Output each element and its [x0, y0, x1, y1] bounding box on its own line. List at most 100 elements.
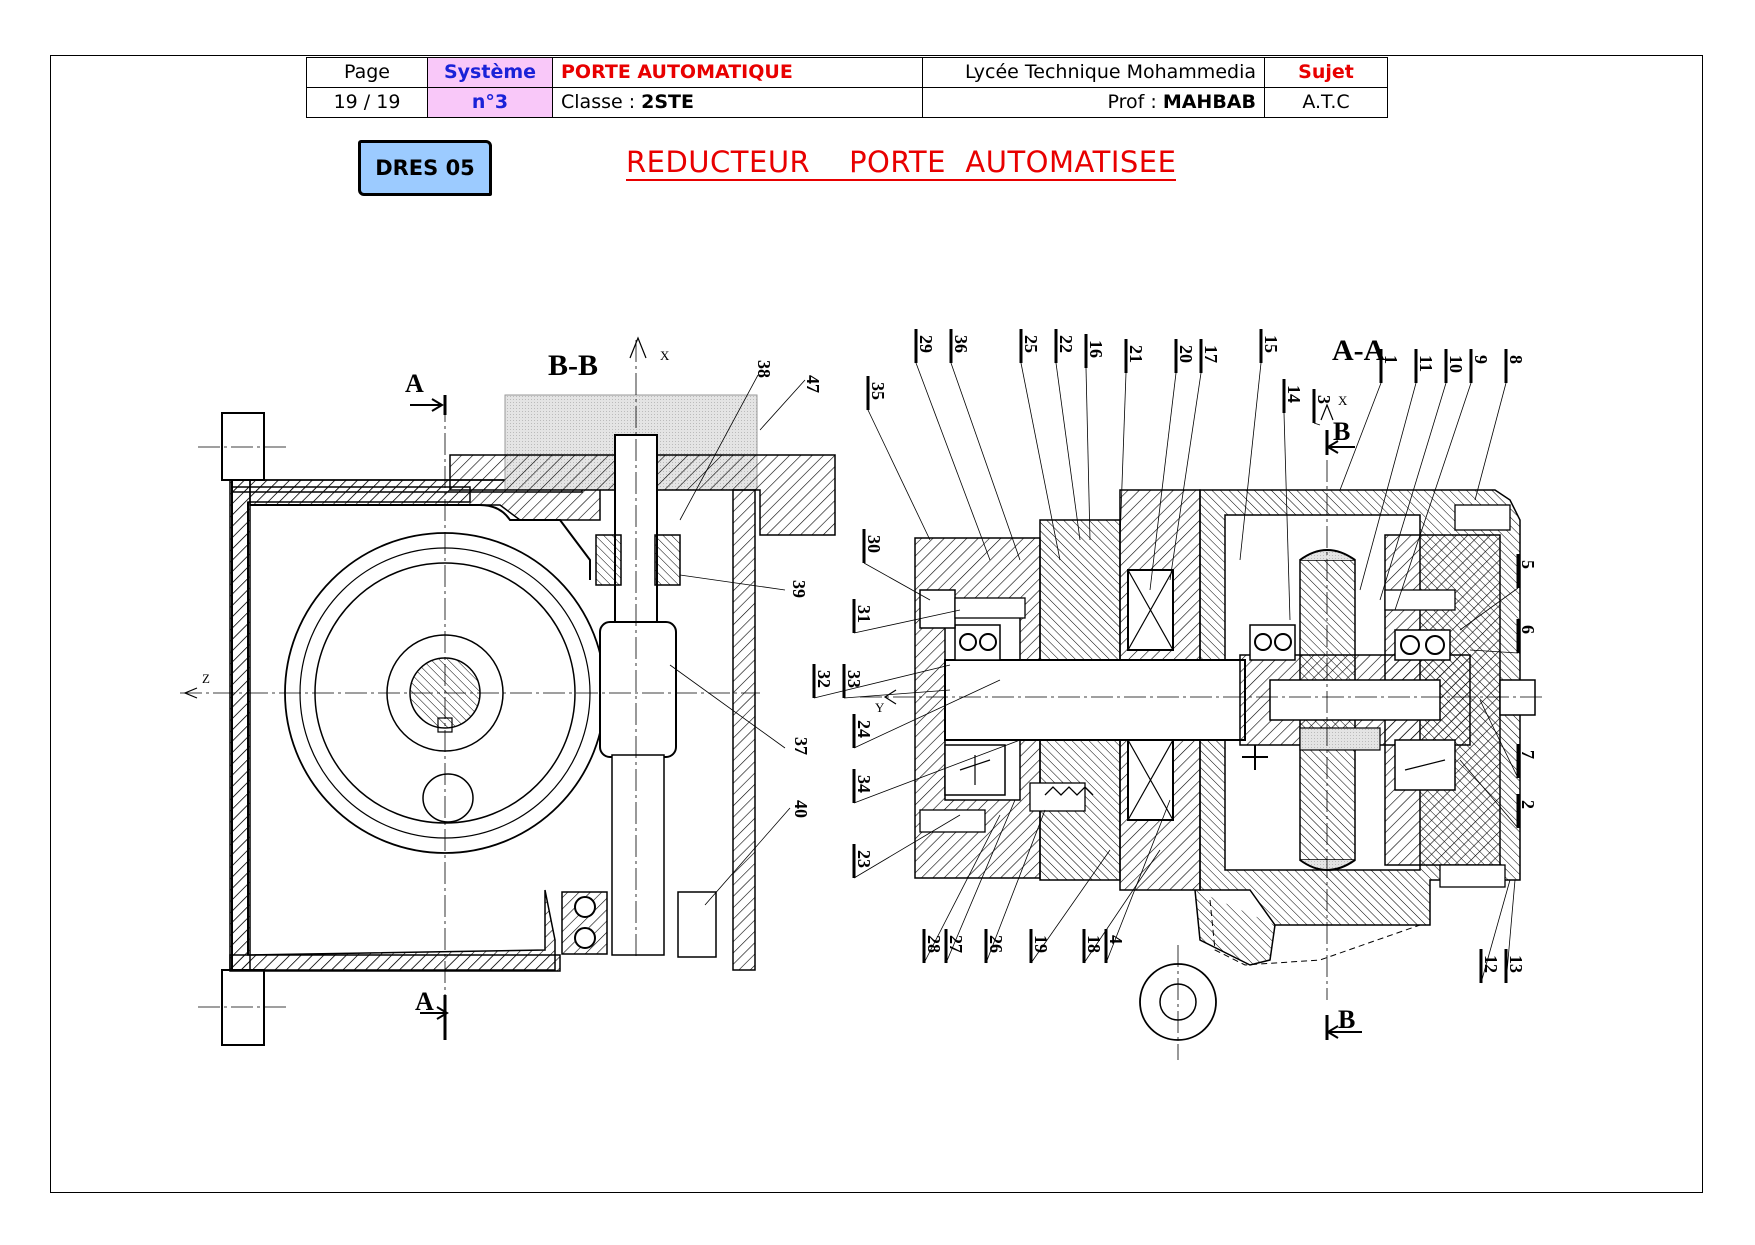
- left-view-leaders: [669, 374, 806, 906]
- label-38: 38: [754, 360, 774, 378]
- label-18: 18: [1084, 935, 1104, 953]
- leader-line: [1479, 699, 1519, 779]
- leader-line: [1474, 382, 1507, 501]
- label-13: 13: [1506, 955, 1526, 973]
- label-27: 27: [946, 935, 966, 953]
- leader-line: [1339, 382, 1382, 491]
- axis-x-right: X: [1338, 393, 1348, 408]
- leader-line: [985, 809, 1046, 964]
- leader-line: [1030, 849, 1111, 964]
- project-title: PORTE AUTOMATIQUE: [552, 57, 923, 88]
- document-title: REDUCTEUR PORTE AUTOMATISEE: [626, 145, 1177, 181]
- label-47: 47: [803, 375, 823, 393]
- label-2: 2: [1518, 800, 1538, 809]
- leader-line: [1313, 422, 1321, 426]
- label-4: 4: [1106, 935, 1126, 944]
- subject-label: Sujet: [1264, 57, 1388, 88]
- leader-line: [950, 362, 1021, 561]
- leader-line: [853, 609, 961, 634]
- label-11: 11: [1416, 355, 1436, 372]
- leader-line: [1505, 879, 1516, 984]
- label-9: 9: [1471, 355, 1491, 364]
- label-8: 8: [1506, 355, 1526, 364]
- label-19: 19: [1031, 935, 1051, 953]
- leader-line: [853, 814, 961, 879]
- left-view-labels: 38 47 39 37 40: [754, 360, 823, 818]
- label-14: 14: [1284, 385, 1304, 403]
- prof-value: MAHBAB: [1162, 91, 1256, 113]
- leader-line: [1394, 382, 1472, 611]
- cut-mark-a-bottom: A: [415, 987, 434, 1016]
- label-21: 21: [1126, 345, 1146, 363]
- leader-line: [863, 562, 931, 601]
- label-22: 22: [1056, 335, 1076, 353]
- axis-z: Z: [202, 671, 210, 686]
- label-7: 7: [1518, 750, 1538, 759]
- leader-line: [1283, 412, 1291, 621]
- leader-line: [915, 362, 991, 561]
- label-12: 12: [1481, 955, 1501, 973]
- label-35: 35: [868, 382, 888, 400]
- label-5: 5: [1518, 560, 1538, 569]
- label-15: 15: [1261, 335, 1281, 353]
- page-number: 19 / 19: [306, 87, 428, 118]
- section-aa-label: A-A: [1332, 334, 1386, 367]
- leader-line: [813, 664, 951, 699]
- leader-line: [1359, 382, 1417, 591]
- section-view-bb: [180, 336, 836, 1046]
- label-10: 10: [1446, 355, 1466, 373]
- drawing-frame: [50, 55, 1703, 1193]
- prof-info: Prof : MAHBAB: [922, 87, 1265, 118]
- leader-line: [1239, 362, 1262, 561]
- label-17: 17: [1201, 345, 1221, 363]
- label-40: 40: [791, 800, 811, 818]
- label-30: 30: [864, 535, 884, 553]
- label-32: 32: [814, 670, 834, 688]
- prof-label: Prof :: [1107, 91, 1163, 113]
- cut-mark-b-bottom: B: [1338, 1005, 1355, 1034]
- label-26: 26: [986, 935, 1006, 953]
- class-value: 2STE: [641, 91, 694, 113]
- label-34: 34: [854, 775, 874, 793]
- label-20: 20: [1176, 345, 1196, 363]
- label-31: 31: [854, 605, 874, 623]
- leader-line: [1149, 372, 1177, 591]
- label-6: 6: [1518, 625, 1538, 634]
- cut-mark-a-top: A: [405, 369, 424, 398]
- leader-line: [1020, 362, 1061, 561]
- leader-line: [853, 739, 1021, 804]
- right-view-leaders: [812, 329, 1520, 984]
- label-24: 24: [854, 720, 874, 738]
- label-36: 36: [951, 335, 971, 353]
- section-view-aa: [860, 403, 1545, 1060]
- title-block: Page Système PORTE AUTOMATIQUE Lycée Tec…: [306, 57, 1388, 118]
- leader-line: [1480, 879, 1511, 984]
- label-25: 25: [1021, 335, 1041, 353]
- axis-y: Y: [875, 700, 885, 715]
- leader-line: [923, 814, 1001, 964]
- label-3: 3: [1314, 395, 1334, 404]
- label-1: 1: [1381, 355, 1401, 364]
- leader-line: [1105, 799, 1171, 964]
- leader-line: [1083, 849, 1161, 964]
- leader-line: [1379, 382, 1447, 601]
- leader-line: [853, 679, 1001, 749]
- leader-line: [1085, 367, 1091, 541]
- leader-line: [945, 799, 1016, 964]
- leader-line: [1119, 372, 1127, 541]
- cut-mark-b-top: B: [1333, 417, 1350, 446]
- axis-x-left: X: [660, 348, 670, 363]
- label-39: 39: [789, 580, 809, 598]
- label-33: 33: [844, 670, 864, 688]
- leader-line: [843, 689, 951, 699]
- leader-line: [867, 409, 931, 541]
- label-29: 29: [916, 335, 936, 353]
- document-code-badge: DRES 05: [358, 140, 492, 196]
- section-bb-label: B-B: [548, 349, 598, 382]
- label-23: 23: [854, 850, 874, 868]
- leader-line: [1459, 759, 1519, 829]
- label-16: 16: [1086, 340, 1106, 358]
- leader-line: [1469, 649, 1519, 654]
